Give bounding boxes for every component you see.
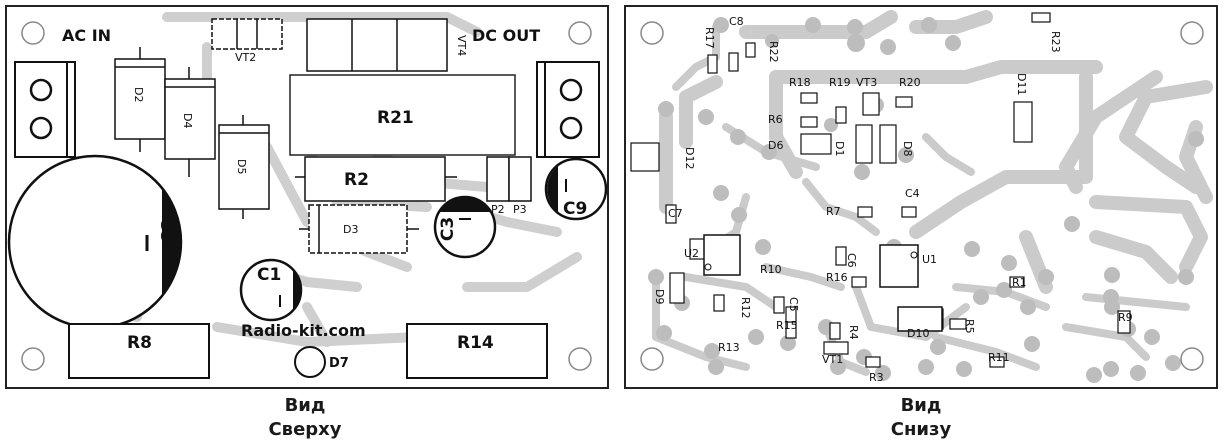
top-view-board: AC IN DC OUT VT2 VT4 R21 D2 D4 D5 R2 D3 … bbox=[5, 5, 609, 389]
d12-label: D12 bbox=[683, 147, 696, 169]
c6-label: C6 bbox=[845, 253, 858, 268]
r1-label: R1 bbox=[1012, 276, 1027, 289]
d3-component bbox=[299, 204, 419, 254]
d4-label: D4 bbox=[181, 113, 194, 128]
bottom-traces bbox=[659, 10, 1213, 294]
c9-label: C9 bbox=[563, 199, 587, 219]
dc-out-terminal bbox=[536, 61, 600, 158]
c1-capacitor bbox=[239, 258, 303, 322]
top-mounting-holes bbox=[21, 21, 592, 371]
d11-label: D11 bbox=[1015, 73, 1028, 95]
r7-label: R7 bbox=[826, 205, 841, 218]
r23-label: R23 bbox=[1049, 31, 1062, 53]
c8-label: C8 bbox=[729, 15, 744, 28]
r6-label: R6 bbox=[768, 113, 783, 126]
r14-label: R14 bbox=[457, 333, 494, 353]
r21-component bbox=[289, 74, 516, 156]
d10-diode bbox=[897, 306, 943, 332]
bottom-view-caption: Вид Снизу bbox=[866, 394, 976, 442]
r10-label: R10 bbox=[760, 263, 782, 276]
d10-label: D10 bbox=[907, 327, 929, 340]
p2-p3-component bbox=[486, 156, 532, 202]
d6-label: D6 bbox=[768, 139, 783, 152]
r3-label: R3 bbox=[869, 371, 884, 384]
bottom-caption-line1: Вид bbox=[900, 395, 942, 416]
r16-label: R16 bbox=[826, 271, 848, 284]
vt2-component bbox=[211, 18, 283, 50]
d4-component bbox=[164, 67, 216, 177]
r19-label: R19 bbox=[829, 76, 851, 89]
c3-capacitor bbox=[433, 195, 497, 259]
r18-label: R18 bbox=[789, 76, 811, 89]
d3-label: D3 bbox=[343, 223, 358, 236]
r2-label: R2 bbox=[344, 170, 369, 190]
r20-label: R20 bbox=[899, 76, 921, 89]
top-caption-line2: Сверху bbox=[268, 419, 342, 440]
r11-label: R11 bbox=[988, 351, 1010, 364]
c1-label: C1 bbox=[257, 265, 281, 285]
vt4-component bbox=[306, 18, 448, 72]
bottom-pads bbox=[648, 17, 1204, 383]
top-view-caption: Вид Сверху bbox=[250, 394, 360, 442]
c2-capacitor bbox=[7, 154, 183, 330]
r13-label: R13 bbox=[718, 341, 740, 354]
u2-label: U2 bbox=[684, 247, 699, 260]
c9-capacitor bbox=[544, 157, 607, 221]
c2-label: C2 bbox=[158, 218, 179, 244]
r8-component bbox=[68, 323, 210, 379]
p2-label: P2 bbox=[491, 203, 505, 216]
r14-component bbox=[406, 323, 548, 379]
r22-label: R22 bbox=[767, 41, 780, 63]
r15-label: R15 bbox=[776, 319, 798, 332]
d7-label: D7 bbox=[329, 356, 349, 371]
r8-label: R8 bbox=[127, 333, 152, 353]
top-view-drawing: AC IN DC OUT VT2 VT4 R21 D2 D4 D5 R2 D3 … bbox=[7, 12, 607, 379]
bottom-caption-line2: Снизу bbox=[890, 419, 952, 440]
d8-label: D8 bbox=[901, 141, 914, 156]
r9-label: R9 bbox=[1118, 311, 1133, 324]
d2-label: D2 bbox=[132, 87, 145, 102]
d9-label: D9 bbox=[653, 289, 666, 304]
smd-parts bbox=[630, 12, 1131, 368]
r5-label: R5 bbox=[963, 319, 976, 334]
d5-label: D5 bbox=[235, 159, 248, 174]
u2-ic bbox=[703, 234, 741, 276]
u1-label: U1 bbox=[922, 253, 937, 266]
u1-ic bbox=[879, 244, 919, 288]
r2-component bbox=[295, 156, 457, 202]
d5-component bbox=[218, 115, 270, 219]
r12-label: R12 bbox=[739, 297, 752, 319]
r4-label: R4 bbox=[847, 325, 860, 340]
vt2-label: VT2 bbox=[235, 51, 256, 64]
bottom-view-drawing: C8 R17 R22 R23 R18 R19 VT3 R20 D11 R6 D6… bbox=[630, 10, 1213, 384]
c7-label: C7 bbox=[668, 207, 683, 220]
r21-label: R21 bbox=[377, 108, 414, 128]
d1-label: D1 bbox=[833, 141, 846, 156]
vt4-label: VT4 bbox=[455, 35, 468, 56]
site-label: Radio-kit.com bbox=[241, 321, 366, 340]
vt1-label: VT1 bbox=[822, 353, 843, 366]
dc-out-label: DC OUT bbox=[472, 26, 540, 45]
vt3-label: VT3 bbox=[856, 76, 877, 89]
d7-led bbox=[294, 346, 326, 378]
ac-in-label: AC IN bbox=[62, 26, 111, 45]
ac-in-terminal bbox=[14, 61, 76, 158]
top-caption-line1: Вид bbox=[284, 395, 326, 416]
bottom-view-board: C8 R17 R22 R23 R18 R19 VT3 R20 D11 R6 D6… bbox=[624, 5, 1218, 389]
p3-label: P3 bbox=[513, 203, 527, 216]
c3-label: C3 bbox=[438, 217, 458, 241]
r17-label: R17 bbox=[703, 27, 716, 49]
bottom-mounting-holes bbox=[640, 21, 1204, 371]
c5-label: C5 bbox=[787, 297, 800, 312]
c4-label: C4 bbox=[905, 187, 920, 200]
d2-component bbox=[114, 47, 166, 152]
